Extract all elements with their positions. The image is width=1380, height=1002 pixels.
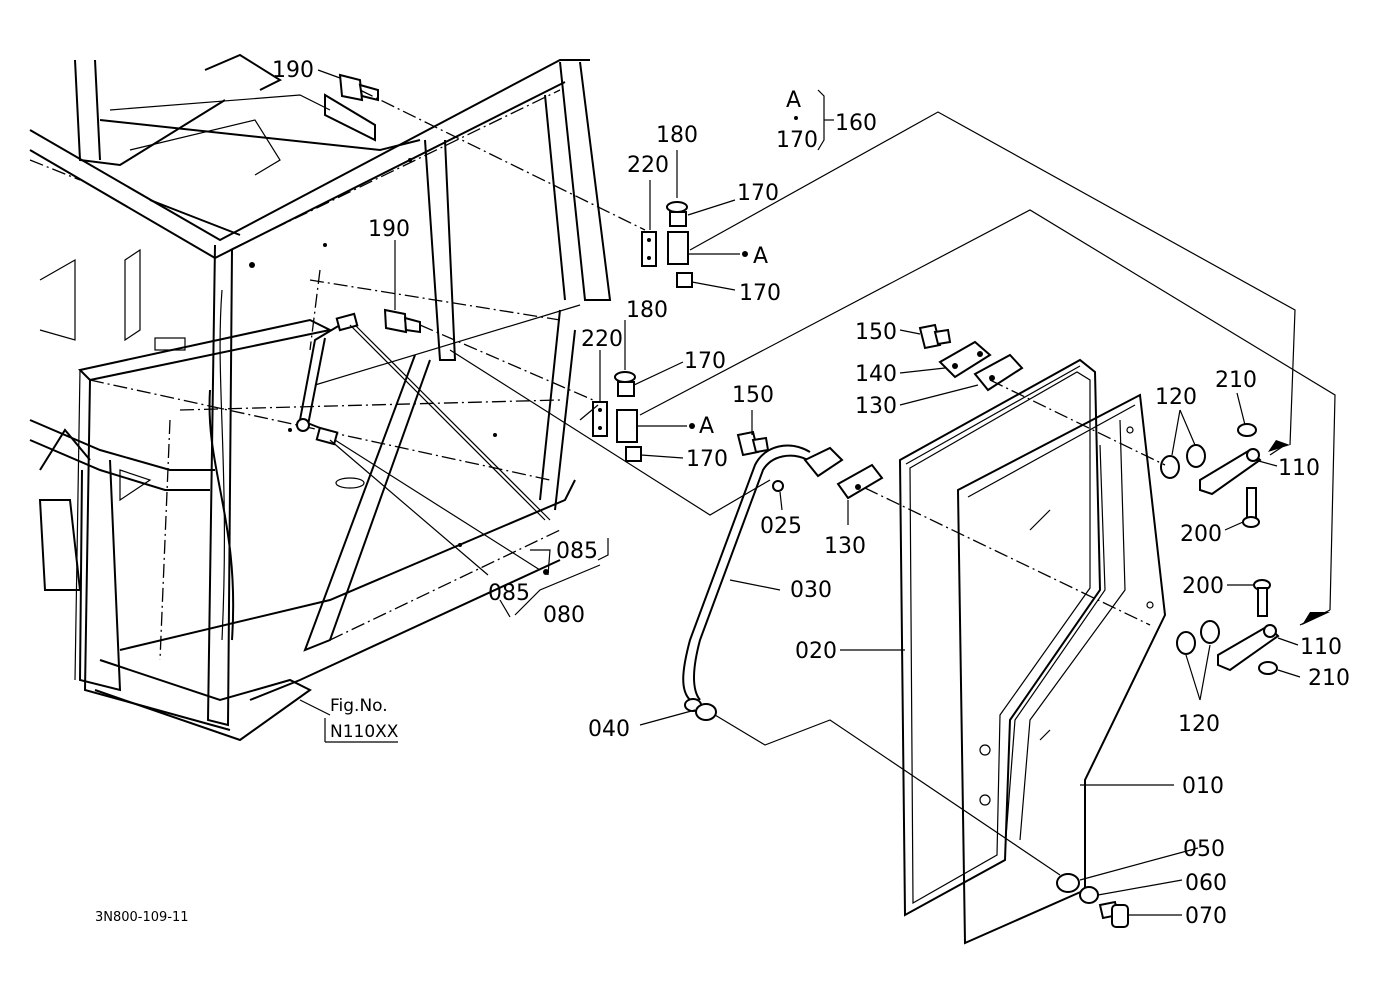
callout-130-upper: 130 [855, 394, 897, 419]
ref-A-upper: A [753, 244, 768, 269]
washer-060 [1079, 886, 1099, 904]
hinge-upper [641, 201, 748, 288]
washer-040 [695, 703, 717, 721]
callout-120-lower: 120 [1178, 712, 1220, 737]
callout-220-lower: 220 [581, 327, 623, 352]
callout-210-upper: 210 [1215, 368, 1257, 393]
gas-strut-080 [296, 312, 359, 446]
callout-170-d: 170 [686, 447, 728, 472]
detail-170: 170 [776, 128, 818, 153]
washer-120-b [1186, 444, 1206, 468]
bolt-190-upper [338, 73, 379, 102]
callout-120-upper: 120 [1155, 385, 1197, 410]
pin-200-lower [1253, 579, 1271, 617]
callout-060: 060 [1185, 871, 1227, 896]
bracket-110-lower [1217, 624, 1280, 672]
pin-200-upper [1242, 487, 1260, 528]
callout-010: 010 [1182, 774, 1224, 799]
callout-220-upper: 220 [627, 153, 669, 178]
washer-025 [772, 480, 784, 492]
callout-200-upper: 200 [1180, 522, 1222, 547]
callout-140: 140 [855, 362, 897, 387]
callout-200-lower: 200 [1182, 574, 1224, 599]
bracket-110-upper [1199, 448, 1262, 496]
leader-lines [317, 69, 1301, 916]
clip-210-lower [1258, 661, 1278, 675]
ref-A-lower: A [699, 414, 714, 439]
callout-030: 030 [790, 578, 832, 603]
bolt-150-lower [736, 430, 770, 457]
washer-120-c [1176, 631, 1196, 655]
detail-A: A [786, 88, 801, 113]
washer-120-a [1160, 455, 1180, 479]
callout-190-upper: 190 [272, 58, 314, 83]
callout-070: 070 [1185, 904, 1227, 929]
washer-050 [1056, 873, 1080, 893]
callout-170-b: 170 [739, 281, 781, 306]
fig-no-title: Fig.No. [330, 696, 388, 716]
callout-150-lower: 150 [732, 383, 774, 408]
callout-150-upper: 150 [855, 320, 897, 345]
callout-085-right: 085 [556, 539, 598, 564]
door-glass-010 [956, 393, 1167, 945]
callout-110-upper: 110 [1278, 456, 1320, 481]
link-plates [836, 340, 1024, 500]
figure-code: 3N800-109-11 [95, 910, 189, 925]
bolt-190-lower [383, 308, 421, 334]
clip-210-upper [1237, 423, 1257, 437]
callout-170-c: 170 [684, 349, 726, 374]
callout-025: 025 [760, 514, 802, 539]
callout-labels: 190 190 180 180 220 220 170 170 170 170 … [95, 58, 1350, 929]
callout-080: 080 [543, 603, 585, 628]
callout-040: 040 [588, 717, 630, 742]
callout-050: 050 [1183, 837, 1225, 862]
callout-210-lower: 210 [1308, 666, 1350, 691]
callout-020: 020 [795, 639, 837, 664]
callout-190-lower: 190 [368, 217, 410, 242]
fig-no-number: N110XX [330, 722, 399, 742]
hinge-lower [592, 371, 695, 462]
callout-170-a: 170 [737, 181, 779, 206]
detail-160: 160 [835, 111, 877, 136]
callout-085-left: 085 [488, 581, 530, 606]
bolt-150-upper [918, 323, 952, 350]
cab-frame [29, 53, 612, 742]
callout-180-upper: 180 [656, 123, 698, 148]
callout-110-lower: 110 [1300, 635, 1342, 660]
door-seal-020 [898, 358, 1102, 917]
bolt-070 [1098, 900, 1129, 928]
callout-180-lower: 180 [626, 298, 668, 323]
washer-120-d [1200, 620, 1220, 644]
callout-130-lower: 130 [824, 534, 866, 559]
